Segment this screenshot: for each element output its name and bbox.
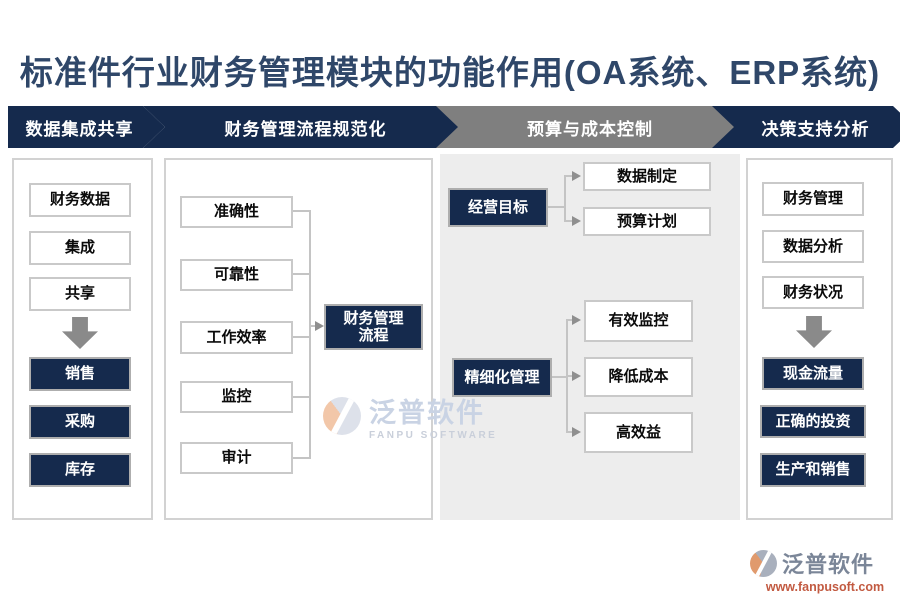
connector-line <box>309 325 317 327</box>
arrow-right-icon <box>572 171 581 181</box>
data-analysis-box: 数据分析 <box>762 230 864 263</box>
fanpu-logo-icon <box>750 549 777 577</box>
arrow-right-icon <box>572 315 581 325</box>
connector-line <box>293 396 311 398</box>
connector-line <box>564 175 573 177</box>
integration-box: 集成 <box>29 231 131 265</box>
step-budget-cost-control: 预算与成本控制 <box>436 106 740 148</box>
connector-line <box>566 319 573 321</box>
watermark-name: 泛普软件 <box>369 398 485 428</box>
process-bar: 数据集成共享 财务管理流程规范化 预算与成本控制 决策支持分析 <box>8 106 895 148</box>
arrow-right-icon <box>315 321 324 331</box>
sharing-box: 共享 <box>29 277 131 311</box>
connector-line <box>293 273 311 275</box>
inventory-box: 库存 <box>29 453 131 487</box>
arrow-right-icon <box>572 371 581 381</box>
connector-line <box>564 220 573 222</box>
finance-management-box: 财务管理 <box>762 182 864 216</box>
connector-line <box>552 376 568 378</box>
effective-monitoring-box: 有效监控 <box>584 300 693 342</box>
connector-line <box>293 210 311 212</box>
work-efficiency-box: 工作效率 <box>180 321 293 354</box>
result-line2: 流程 <box>358 327 389 344</box>
watermark: 泛普软件 FANPU SOFTWARE <box>323 391 497 441</box>
watermark-subtitle: FANPU SOFTWARE <box>369 430 498 441</box>
connector-line <box>564 176 566 222</box>
step-process-standardization: 财务管理流程规范化 <box>143 106 464 148</box>
business-goal-box: 经营目标 <box>448 188 548 227</box>
fine-management-box: 精细化管理 <box>452 358 552 397</box>
sales-box: 销售 <box>29 357 131 391</box>
footer-logo: 泛普软件 www.fanpusoft.com <box>750 547 900 594</box>
connector-line <box>309 211 311 458</box>
connector-line <box>293 336 311 338</box>
arrow-right-icon <box>572 216 581 226</box>
step-label: 数据集成共享 <box>25 119 134 139</box>
accuracy-box: 准确性 <box>180 196 293 228</box>
connector-line <box>548 206 566 208</box>
cash-flow-box: 现金流量 <box>762 357 864 390</box>
fanpu-logo-icon <box>323 397 361 435</box>
purchase-box: 采购 <box>29 405 131 439</box>
connector-line <box>566 431 573 433</box>
step-label: 预算与成本控制 <box>527 119 653 139</box>
finance-status-box: 财务状况 <box>762 276 864 309</box>
reliability-box: 可靠性 <box>180 259 293 291</box>
result-line1: 财务管理 <box>343 309 404 327</box>
page-title: 标准件行业财务管理模块的功能作用(OA系统、ERP系统) <box>19 54 881 91</box>
production-sales-box: 生产和销售 <box>760 453 866 487</box>
connector-line <box>566 375 573 377</box>
budget-plan-box: 预算计划 <box>583 207 711 236</box>
monitoring-box: 监控 <box>180 381 293 413</box>
cost-reduction-box: 降低成本 <box>584 357 693 397</box>
audit-box: 审计 <box>180 442 293 474</box>
data-setting-box: 数据制定 <box>583 162 711 191</box>
correct-investment-box: 正确的投资 <box>760 405 866 438</box>
step-label: 决策支持分析 <box>761 119 870 139</box>
arrow-right-icon <box>572 427 581 437</box>
finance-data-box: 财务数据 <box>29 183 131 217</box>
finance-management-process-label: 财务管理 流程 <box>343 310 403 345</box>
footer-logo-url: www.fanpusoft.com <box>765 580 885 594</box>
step-data-integration: 数据集成共享 <box>8 106 165 148</box>
step-label: 财务管理流程规范化 <box>224 119 387 139</box>
finance-management-process-box: 财务管理 流程 <box>324 304 423 350</box>
step-decision-support: 决策支持分析 <box>712 106 900 148</box>
high-efficiency-box: 高效益 <box>584 412 693 453</box>
footer-logo-name: 泛普软件 <box>782 552 875 577</box>
connector-line <box>293 457 311 459</box>
